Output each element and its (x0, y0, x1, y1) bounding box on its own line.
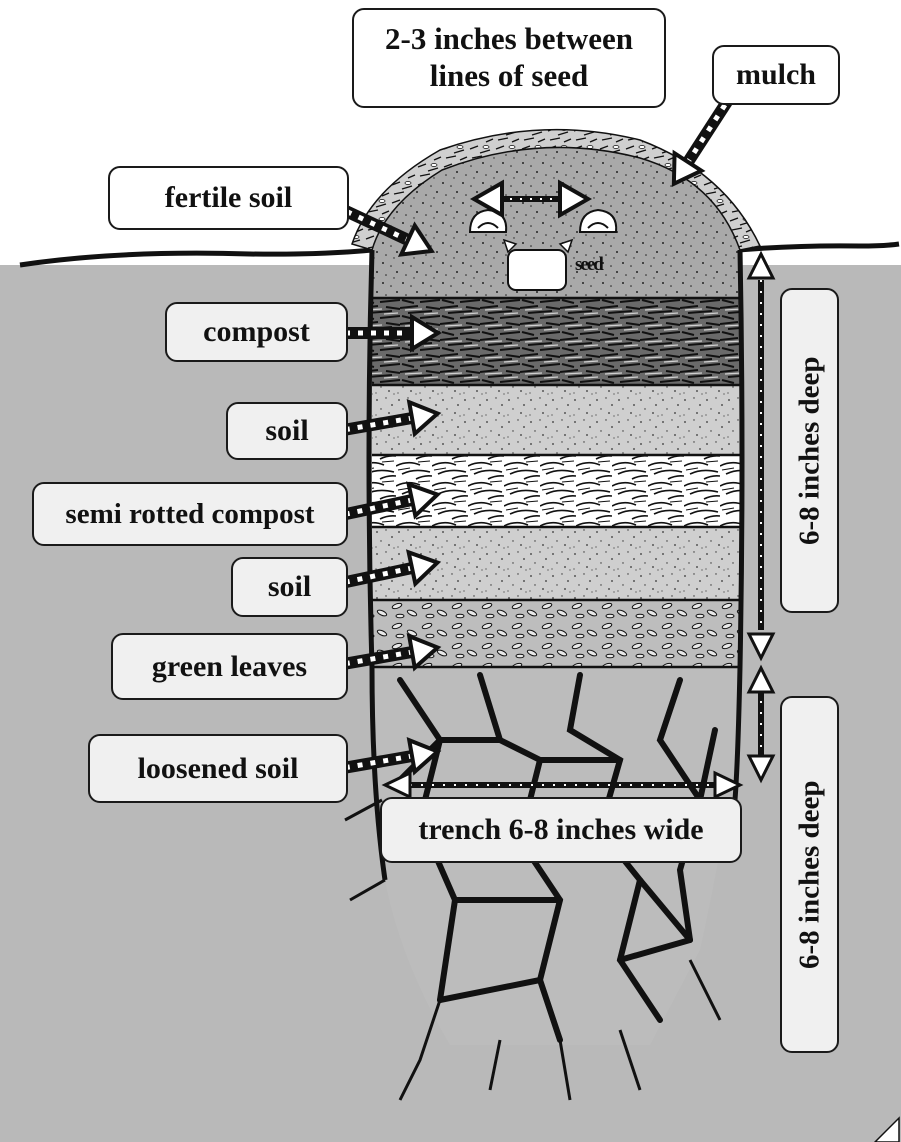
seed-callout-box (508, 250, 566, 290)
loosened-soil-label: loosened soil (88, 734, 348, 803)
semi-rotted-compost-label: semi rotted compost (32, 482, 348, 546)
trench-width-label: trench 6-8 inches wide (380, 797, 742, 863)
soil-label-2: soil (231, 557, 348, 617)
green-leaves-label: green leaves (111, 633, 348, 700)
fertile-soil-label: fertile soil (108, 166, 349, 230)
depth-upper-label: 6-8 inches deep (780, 288, 839, 613)
depth-lower-label: 6-8 inches deep (780, 696, 839, 1053)
seed-label: seed (575, 254, 602, 276)
soil-label-1: soil (226, 402, 348, 460)
seed-spacing-label: 2-3 inches between lines of seed (352, 8, 666, 108)
mulch-label: mulch (712, 45, 840, 105)
compost-label: compost (165, 302, 348, 362)
